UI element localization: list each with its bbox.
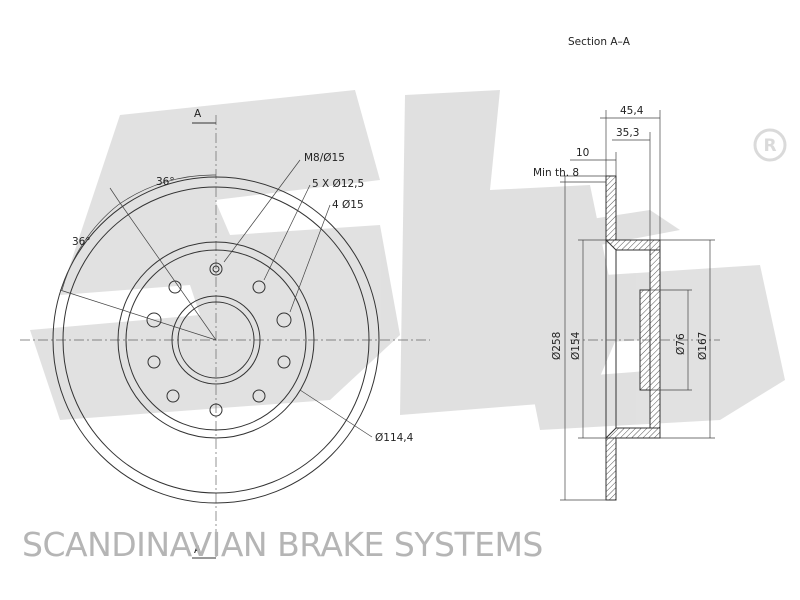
sbs-watermark-logo: R — [30, 90, 787, 430]
registered-mark: R — [763, 136, 776, 156]
registered-mark-icon — [753, 128, 787, 162]
angle-label-2: 36° — [72, 236, 91, 248]
section-title: Section A–A — [568, 36, 631, 48]
angle-label-1: 36° — [156, 176, 175, 188]
footer-brand: SCANDINAVIAN BRAKE SYSTEMS — [22, 525, 543, 564]
callout-thread: M8/Ø15 — [304, 152, 345, 164]
section-view: Section A–A 45,4 3 — [533, 36, 720, 501]
section-mark-top: A — [194, 108, 202, 120]
dim-overall-height: 45,4 — [620, 105, 644, 117]
front-view: A A 36° 36° M8/Ø15 5 X Ø12,5 4 Ø15 Ø114,… — [20, 108, 430, 560]
dim-diameter-258: Ø258 — [551, 332, 563, 360]
dim-thickness: 10 — [576, 147, 589, 159]
dim-min-thickness: Min th. 8 — [533, 167, 579, 179]
callout-holes: 4 Ø15 — [332, 199, 364, 211]
section-mark-bottom: A — [194, 544, 202, 556]
callout-bolt-holes: 5 X Ø12,5 — [312, 178, 364, 190]
dim-hat-height: 35,3 — [616, 127, 639, 139]
pcd-label: Ø114,4 — [375, 432, 414, 444]
dim-diameter-154: Ø154 — [570, 331, 582, 360]
dim-diameter-76: Ø76 — [675, 333, 687, 355]
dim-diameter-167: Ø167 — [697, 332, 709, 360]
